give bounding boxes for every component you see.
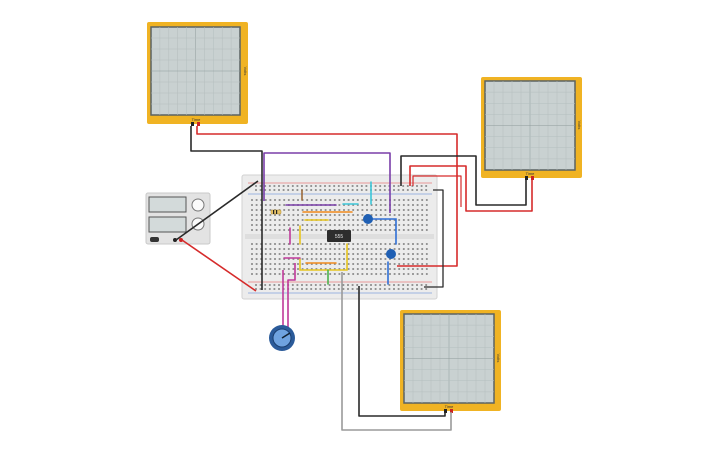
oscilloscope-top-right[interactable]: Volts Time (481, 77, 582, 180)
scope-terminal-red[interactable] (531, 176, 534, 180)
capacitor-icon[interactable] (386, 249, 396, 259)
wire-magenta (287, 263, 296, 332)
wire-red (196, 126, 458, 267)
scope-time-label: Time (445, 404, 455, 409)
wire-black (190, 126, 263, 290)
scope-terminal-red[interactable] (197, 122, 200, 126)
oscilloscope-top-left[interactable]: Volts Time (147, 22, 248, 126)
scope-terminal-black[interactable] (191, 122, 194, 126)
scope-axis-label: Volts (243, 67, 248, 76)
voltage-display (148, 196, 187, 213)
scope-terminal-black[interactable] (525, 176, 528, 180)
external-wires (175, 126, 533, 431)
wire-red (412, 175, 462, 207)
terminal-black[interactable] (173, 238, 177, 242)
resistor[interactable] (270, 209, 282, 215)
scope-time-label: Time (192, 117, 202, 122)
capacitor-icon[interactable] (363, 214, 373, 224)
wire-black (400, 155, 527, 206)
scope-grid (151, 27, 240, 115)
scope-grid (485, 81, 575, 170)
wire-blue (369, 218, 397, 245)
scope-axis-label: Volts (577, 121, 582, 130)
current-display (148, 216, 187, 233)
wire-purple (263, 152, 391, 213)
scope-axis-label: Volts (496, 354, 501, 363)
wire-red (409, 165, 533, 212)
potentiometer-icon[interactable] (269, 325, 295, 351)
scope-time-label: Time (526, 171, 536, 176)
scope-terminal-black[interactable] (444, 409, 447, 413)
power-supply[interactable] (145, 192, 211, 245)
timer-ic[interactable]: 555 (327, 230, 351, 242)
ic-label: 555 (335, 234, 344, 240)
terminal-red[interactable] (179, 238, 183, 242)
board-wires (283, 181, 397, 285)
wire-red (181, 239, 257, 292)
breadboard-holes (251, 185, 428, 290)
oscilloscope-bottom[interactable]: Volts Time (400, 310, 501, 413)
dial-icon[interactable] (191, 198, 205, 212)
wire-yellow (299, 243, 348, 271)
scope-terminal-red[interactable] (450, 409, 453, 413)
wire-black (358, 286, 446, 417)
wire-black (175, 180, 259, 241)
wire-black (424, 189, 444, 288)
power-switch[interactable] (150, 237, 159, 242)
wire-gray (341, 272, 452, 431)
scope-grid (404, 314, 494, 403)
